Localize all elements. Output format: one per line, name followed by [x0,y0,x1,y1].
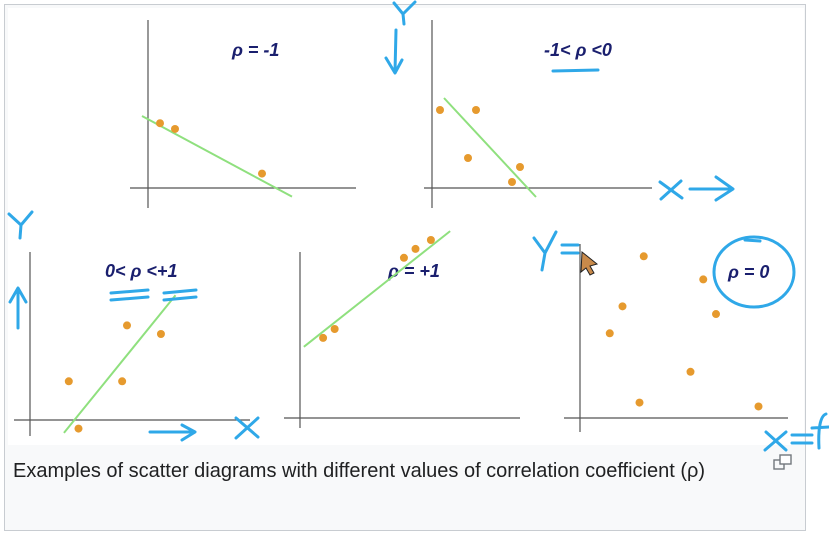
data-point [436,106,444,114]
enlarge-icon[interactable] [773,453,793,471]
data-point [74,424,83,433]
data-point [426,236,435,244]
data-point [686,367,695,376]
data-point [64,377,73,386]
scatter-plot-1: ρ = -1 [130,20,356,208]
scatter-panel-1: ρ = -1 [120,18,360,218]
data-point [712,310,720,319]
figure-caption: Examples of scatter diagrams with differ… [13,460,706,482]
data-point [156,330,165,338]
rho-label: -1< ρ <0 [544,40,612,60]
handwritten-f [810,412,829,450]
rho-label: ρ = +1 [387,261,440,281]
data-point [472,106,480,114]
data-point [618,302,627,311]
fit-line [63,294,177,434]
data-point [699,275,708,284]
data-point [639,252,648,261]
scatter-panel-2: -1< ρ <0 [420,18,660,218]
data-point [123,321,131,330]
fit-line [141,115,293,198]
data-point [258,169,266,178]
data-point [330,325,339,333]
scatter-plot-3: 0< ρ <+1 [14,252,250,436]
rho-label: ρ = -1 [231,40,279,60]
data-point [319,333,328,342]
scatter-panel-5: ρ = 0 [560,240,800,440]
data-point [171,124,179,133]
fit-line [303,230,451,348]
fit-line [443,97,537,198]
rho-label: 0< ρ <+1 [105,261,177,281]
scatter-plot-4: ρ = +1 [284,230,520,428]
data-point [399,253,408,262]
scatter-plot-5: ρ = 0 [564,244,788,432]
rho-label: ρ = 0 [727,262,769,282]
data-point [156,119,164,128]
data-point [754,402,763,411]
data-point [605,329,614,338]
scatter-panel-4: ρ = +1 [280,230,530,443]
scatter-figure [8,8,804,445]
data-point [508,178,516,186]
data-point [464,154,472,162]
data-point [635,398,644,407]
scatter-plot-2: -1< ρ <0 [424,20,652,208]
data-point [118,377,127,386]
data-point [411,244,420,253]
data-point [516,163,524,171]
scatter-panel-3: 0< ρ <+1 [10,248,260,443]
